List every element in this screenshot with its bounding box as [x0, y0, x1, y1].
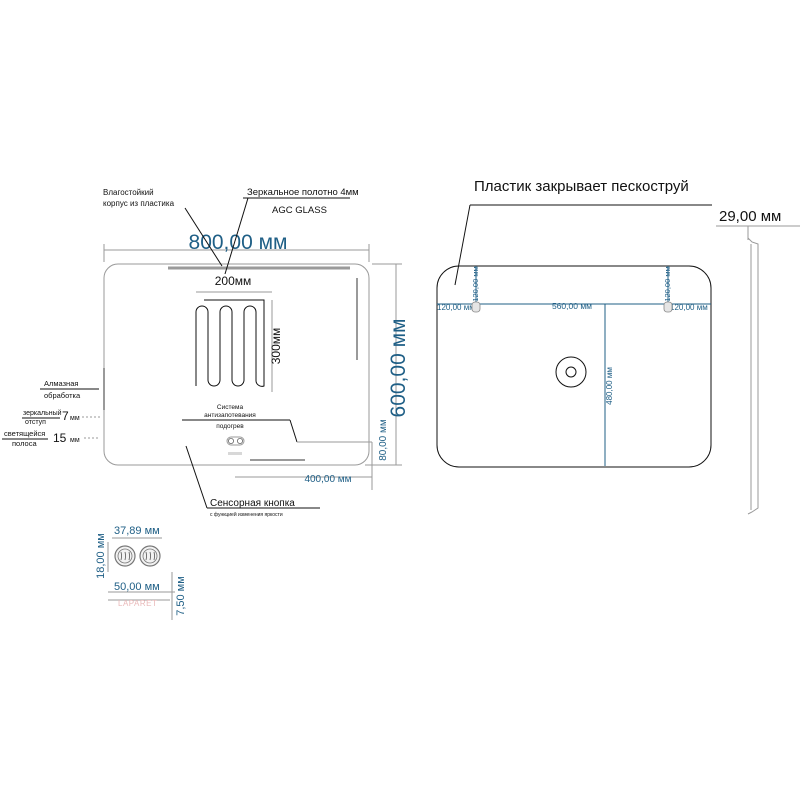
button-height-dim: 18,00 мм — [95, 533, 107, 579]
mount-dim-right-h: 120,00 мм — [670, 303, 708, 312]
strip-unit: мм — [70, 437, 80, 444]
housing-leader — [184, 207, 223, 267]
antifog-label-2: антизапотевания — [204, 412, 256, 419]
housing-label-1: Влагостойкий — [103, 188, 154, 197]
diamond-label-2: обработка — [44, 391, 81, 400]
mirror-offset-value: 7 — [62, 409, 69, 423]
hole-spacing-label: 560,00 мм — [552, 301, 592, 311]
mirror-offset-unit: мм — [70, 415, 80, 422]
back-view: Пластик закрывает пескоструй 120,00 мм 1… — [436, 178, 712, 468]
brand-mark-small — [228, 452, 242, 455]
sensor-leader — [185, 445, 208, 509]
sensor-button[interactable] — [226, 436, 245, 446]
button-right-circle — [139, 545, 161, 567]
center-socket — [555, 356, 587, 388]
button-detail: 37,89 мм 18,00 мм 50,00 мм 7,50 мм LAPAR… — [95, 525, 187, 620]
mirror-outline — [103, 263, 370, 466]
button-width-dim: 37,89 мм — [114, 525, 160, 537]
back-panel-outline — [436, 265, 712, 468]
button-total-width: 50,00 мм — [114, 581, 160, 593]
mount-hole-left — [471, 301, 481, 313]
side-profile — [747, 237, 759, 515]
front-view: 800,00 мм 600,00 мм Влагостойкий корпус … — [2, 187, 410, 518]
mirror-leader — [224, 197, 249, 275]
mount-hole-right — [663, 301, 673, 313]
strip-label-1: светящейся — [4, 429, 45, 438]
plastic-label: Пластик закрывает пескоструй — [474, 178, 689, 195]
strip-label-2: полоса — [12, 439, 37, 448]
sensor-dim-v-label: 80,00 мм — [378, 419, 389, 461]
mirror-offset-label-2: отступ — [25, 419, 46, 426]
mirror-offset-label-1: зеркальный — [23, 409, 62, 417]
sensor-dim-h-label: 400,00 мм — [304, 474, 351, 485]
glass-label: AGC GLASS — [272, 205, 327, 216]
sensor-sublabel: с функцией изменения яркости — [210, 511, 283, 518]
antifog-label-3: подогрев — [216, 423, 244, 430]
width-dim-label: 800,00 мм — [189, 231, 288, 254]
strip-value: 15 — [53, 431, 67, 445]
heater-height-label: 300мм — [269, 328, 283, 365]
mount-dim-left-h: 120,00 мм — [437, 303, 475, 312]
mount-dim-left-v: 120,00 мм — [471, 266, 480, 301]
brand-watermark: LAPARET — [118, 599, 157, 608]
heater-width-label: 200мм — [215, 274, 252, 288]
mirror-panel-label: Зеркальное полотно 4мм — [247, 187, 359, 198]
button-left-circle — [114, 545, 136, 567]
side-depth-label: 29,00 мм — [719, 208, 781, 225]
sensor-label: Сенсорная кнопка — [210, 498, 295, 509]
antifog-leader — [289, 419, 298, 443]
housing-label-2: корпус из пластика — [103, 199, 175, 208]
height-dim-label: 600,00 мм — [387, 319, 410, 418]
mount-dim-right-v: 120,00 мм — [663, 266, 672, 301]
button-depth-dim: 7,50 мм — [175, 576, 187, 616]
diamond-label-1: Алмазная — [44, 379, 78, 388]
plastic-leader — [454, 204, 471, 286]
vertical-dim-label: 480,00 мм — [605, 367, 614, 405]
antifog-label-1: Система — [217, 404, 244, 411]
side-view: 29,00 мм — [716, 208, 800, 515]
heater-serpentine — [195, 299, 265, 387]
